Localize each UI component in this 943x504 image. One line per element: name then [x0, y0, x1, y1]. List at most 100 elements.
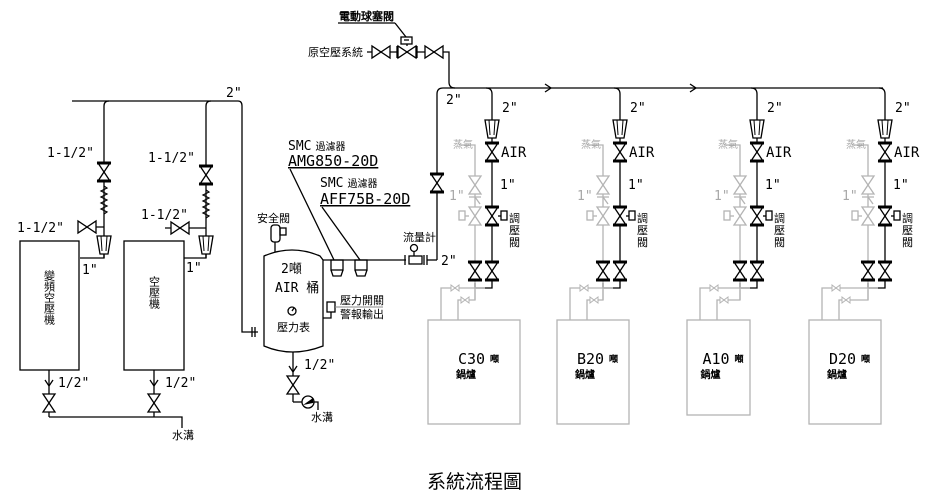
boiler-box — [686, 319, 751, 416]
regulator-valve-label: 閥 — [774, 236, 785, 249]
filter-2-icon — [354, 259, 368, 277]
branch-size: 2" — [502, 101, 518, 116]
regulator-valve-label: 調 — [774, 211, 785, 225]
compressor-2-bypass-size: 1-1/2" — [141, 208, 188, 223]
tank-drain-piping — [286, 352, 319, 410]
regulator-valve-label: 壓 — [637, 224, 648, 237]
diagram-title: 系統流程圖 — [427, 471, 522, 493]
steam-size: 1" — [577, 189, 593, 204]
header-pipe-size: 2" — [226, 86, 242, 101]
steam-label: 蒸氣 — [581, 138, 601, 151]
boiler-branch-d20: 2" AIR 1" 調壓閥 蒸氣 1" D20 噸鍋爐 — [808, 87, 920, 425]
tank-drain-size: 1/2" — [304, 358, 335, 373]
regulator-valve-label: 閥 — [902, 236, 913, 249]
pressure-switch-label: 壓力開關 — [340, 294, 384, 307]
air-valve-icon — [876, 141, 894, 163]
air-valve-icon — [611, 141, 629, 163]
air-label: AIR — [501, 145, 527, 161]
regulator-valve-label: 調 — [637, 211, 648, 225]
boiler-id: C30 — [458, 350, 485, 368]
regulator-valve-icon — [483, 205, 501, 227]
filter-1-model: AMG850-20D — [288, 152, 378, 170]
air-label: AIR — [766, 145, 792, 161]
regulator-valve-label: 閥 — [509, 236, 520, 249]
boiler-unit: 噸 — [490, 353, 499, 365]
regulator-valve-label: 壓 — [774, 224, 785, 237]
air-valve-icon — [483, 141, 501, 163]
filter-1-icon — [330, 259, 344, 277]
boiler-box — [427, 319, 521, 425]
flow-meter-icon — [404, 243, 437, 265]
compressor-2-drain-size: 1/2" — [165, 376, 196, 391]
safety-valve-icon — [270, 224, 287, 252]
filter-2-model: AFF75B-20D — [320, 190, 410, 208]
regulator-valve-icon — [876, 205, 894, 227]
boiler-box — [556, 319, 630, 425]
boiler-unit: 噸 — [609, 353, 618, 365]
boiler-box — [808, 319, 882, 425]
branch-size: 2" — [630, 101, 646, 116]
compressor-1-label: 變頻空壓機 — [43, 269, 56, 326]
compressor-drains — [42, 370, 183, 428]
regulator-valve-icon — [611, 205, 629, 227]
tank-capacity: 2噸 — [281, 262, 302, 277]
tank-name: AIR 桶 — [275, 281, 319, 296]
compressor-drain-label: 水溝 — [172, 429, 194, 442]
boiler-id: D20 — [829, 350, 856, 368]
boiler-kind: 鍋爐 — [701, 368, 721, 381]
regulator-valve-label: 閥 — [637, 236, 648, 249]
main-riser — [428, 83, 883, 260]
line-size: 1" — [500, 178, 516, 193]
pressure-gauge-label: 壓力表 — [277, 320, 310, 334]
riser-size: 2" — [446, 93, 462, 108]
regulator-valve-label: 調 — [902, 211, 913, 225]
steam-size: 1" — [842, 189, 858, 204]
compressor-1-drain-size: 1/2" — [58, 376, 89, 391]
regulator-valve-label: 壓 — [902, 224, 913, 237]
electric-ball-valve-label: 電動球塞閥 — [339, 9, 394, 23]
compressor-2-outlet-size: 1" — [186, 261, 202, 276]
boiler-branch-b20: 2" AIR 1" 調壓閥 蒸氣 1" B20 噸鍋爐 — [556, 87, 655, 425]
boiler-unit: 噸 — [861, 353, 870, 365]
existing-system-feed — [338, 22, 456, 89]
branch-size: 2" — [767, 101, 783, 116]
boiler-kind: 鍋爐 — [575, 368, 595, 381]
regulator-valve-icon — [748, 205, 766, 227]
compressor-1-bypass-size: 1-1/2" — [17, 221, 64, 236]
line-size: 1" — [765, 178, 781, 193]
flow-meter-label: 流量計 — [403, 230, 436, 244]
compressor-1-inlet-size: 1-1/2" — [47, 146, 94, 161]
filter-line — [289, 168, 406, 277]
existing-system-label: 原空壓系統 — [308, 45, 363, 59]
compressor-header-pipe — [72, 100, 258, 337]
air-label: AIR — [894, 145, 920, 161]
regulator-valve-label: 壓 — [509, 224, 520, 237]
compressor-2-inlet-size: 1-1/2" — [148, 151, 195, 166]
steam-label: 蒸氣 — [453, 138, 473, 151]
steam-size: 1" — [449, 189, 465, 204]
pressure-switch-icon — [323, 301, 383, 319]
boiler-id: B20 — [577, 350, 604, 368]
boiler-kind: 鍋爐 — [827, 368, 847, 381]
regulator-valve-label: 調 — [509, 211, 520, 225]
compressor-1-piping — [77, 100, 113, 259]
line-size: 1" — [628, 178, 644, 193]
alarm-output-label: 警報輸出 — [340, 307, 384, 321]
boiler-id: A10 — [703, 350, 730, 368]
tank-drain-label: 水溝 — [311, 411, 333, 424]
steam-label: 蒸氣 — [846, 138, 866, 151]
air-valve-icon — [748, 141, 766, 163]
branch-size: 2" — [895, 101, 911, 116]
air-label: AIR — [629, 145, 655, 161]
compressor-2-label: 空壓機 — [148, 275, 161, 310]
compressor-2-piping — [165, 100, 215, 259]
line-size: 1" — [893, 178, 909, 193]
steam-size: 1" — [714, 189, 730, 204]
air-tank — [263, 249, 324, 353]
boiler-unit: 噸 — [735, 353, 744, 365]
